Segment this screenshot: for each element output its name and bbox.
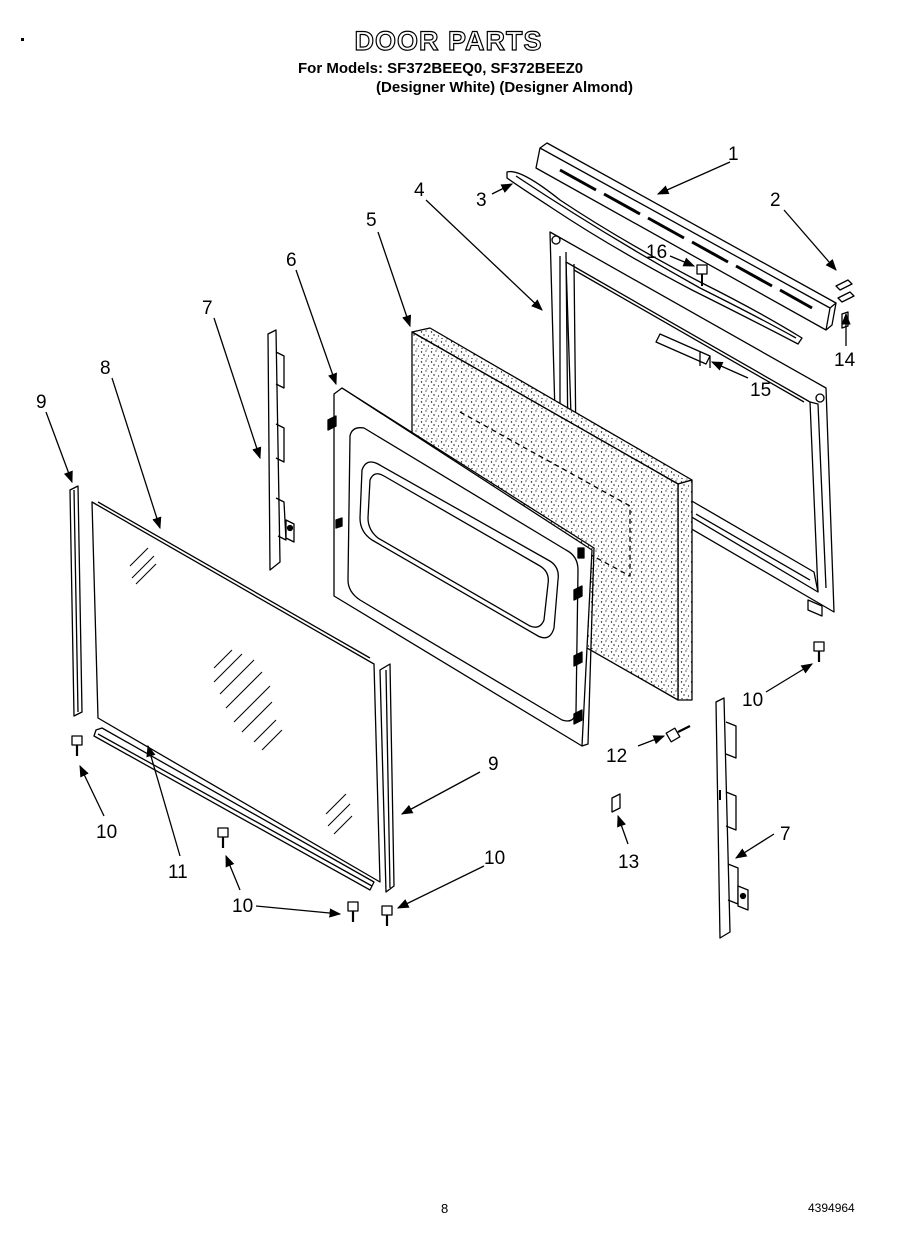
diagram-title: DOOR PARTS xyxy=(354,25,543,56)
callout-9-right: 9 xyxy=(488,754,499,775)
models-line: For Models: SF372BEEQ0, SF372BEEZ0 xyxy=(298,60,584,77)
callout-9-left: 9 xyxy=(36,392,47,413)
screw-10-d xyxy=(381,905,393,926)
leader-7-left xyxy=(213,317,262,460)
leader-12 xyxy=(637,735,666,747)
leader-2 xyxy=(783,209,837,271)
callout-11: 11 xyxy=(168,862,188,883)
glass-strip-part-9-right xyxy=(379,663,395,893)
document-number: 4394964 xyxy=(808,1201,855,1215)
leader-4 xyxy=(425,199,543,311)
leader-10-b xyxy=(225,854,241,891)
page-number: 8 xyxy=(441,1201,449,1216)
callout-4: 4 xyxy=(414,180,425,201)
insulation-part-5 xyxy=(411,327,693,701)
vent-trim-part-1 xyxy=(535,142,837,331)
leader-13 xyxy=(617,814,629,845)
side-channel-part-7-left xyxy=(267,329,295,571)
screw-part-16 xyxy=(696,264,708,286)
callout-1: 1 xyxy=(728,144,739,165)
leader-9-right xyxy=(400,771,481,815)
screw-10-e xyxy=(813,641,825,662)
callout-12: 12 xyxy=(606,746,627,767)
colors-line: (Designer White) (Designer Almond) xyxy=(376,79,633,96)
inner-door-frame-part-4 xyxy=(549,231,835,617)
callout-7-right: 7 xyxy=(780,824,791,845)
screw-10-a xyxy=(71,735,83,756)
callout-10-a: 10 xyxy=(96,822,117,843)
leader-5 xyxy=(377,231,412,328)
callout-6: 6 xyxy=(286,250,297,271)
leader-1 xyxy=(656,161,731,195)
callout-16: 16 xyxy=(646,242,667,263)
callout-10-c: 10 xyxy=(484,848,505,869)
callout-14: 14 xyxy=(834,350,856,371)
leader-lines xyxy=(45,161,851,918)
leader-15 xyxy=(710,361,749,379)
side-channel-part-7-right xyxy=(715,697,749,939)
screw-10-c xyxy=(347,901,359,922)
leader-11 xyxy=(146,744,181,857)
callout-7-left: 7 xyxy=(202,298,213,319)
leader-8 xyxy=(111,377,162,530)
callout-15: 15 xyxy=(750,380,771,401)
leader-16 xyxy=(669,255,696,267)
leader-7-right xyxy=(735,833,775,859)
screw-10-b xyxy=(217,827,229,848)
bottom-trim-part-11 xyxy=(93,727,375,891)
bracket-part-15 xyxy=(655,333,711,368)
door-liner-part-6 xyxy=(327,387,595,747)
callout-10-d: 10 xyxy=(742,690,763,711)
speck-mark xyxy=(21,38,24,41)
outer-glass-part-8 xyxy=(91,501,381,883)
callout-3: 3 xyxy=(476,190,487,211)
leader-10-a xyxy=(79,764,105,817)
screw-part-12 xyxy=(665,725,691,743)
callout-2: 2 xyxy=(770,190,781,211)
clip-part-13 xyxy=(611,793,621,813)
handle-strip-part-3 xyxy=(506,170,803,345)
screw-part-14 xyxy=(841,311,849,329)
callout-5: 5 xyxy=(366,210,377,231)
leader-6 xyxy=(295,269,337,386)
screws-part-10 xyxy=(71,641,825,926)
callout-8: 8 xyxy=(100,358,111,379)
callout-13: 13 xyxy=(618,852,639,873)
leader-10-e xyxy=(765,663,813,693)
leader-9-left xyxy=(45,411,73,484)
screws-part-2 xyxy=(835,279,855,303)
glass-strip-part-9-left xyxy=(69,485,83,717)
leader-10-c xyxy=(255,905,342,918)
leader-3 xyxy=(491,183,514,195)
callout-labels: 1 2 3 4 5 6 7 7 8 9 9 10 10 10 10 11 12 … xyxy=(36,144,856,917)
callout-10-b: 10 xyxy=(232,896,253,917)
leader-10-d xyxy=(396,865,485,909)
